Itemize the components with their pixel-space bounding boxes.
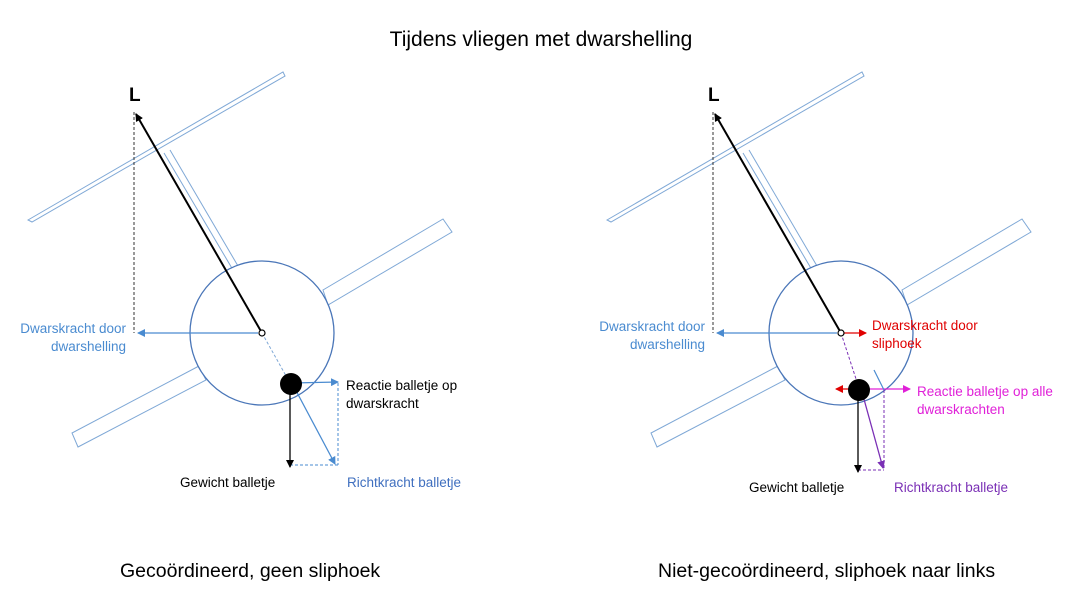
right-fuselage-upper2 bbox=[748, 149, 818, 267]
left-reactie-label: Reactie balletje op dwarskracht bbox=[346, 377, 457, 413]
page-title: Tijdens vliegen met dwarshelling bbox=[389, 28, 693, 51]
left-caption: Gecoördineerd, geen sliphoek bbox=[120, 560, 381, 582]
right-dwarskracht-label: Dwarskracht door dwarshelling bbox=[560, 318, 705, 354]
right-center-to-ball-line bbox=[840, 332, 859, 386]
left-richtkracht-label: Richtkracht balletje bbox=[347, 475, 462, 490]
right-gewicht-label: Gewicht balletje bbox=[749, 480, 845, 495]
right-caption: Niet-gecoördineerd, sliphoek naar links bbox=[658, 560, 996, 582]
right-wing-right bbox=[901, 218, 1032, 306]
right-blue-diag bbox=[873, 369, 885, 391]
left-fuselage-upper bbox=[163, 152, 234, 271]
right-dwarskracht-label-line1: Dwarskracht door bbox=[599, 319, 705, 334]
right-richtkracht-arrow bbox=[861, 391, 885, 469]
left-wing-left bbox=[71, 365, 207, 448]
left-lift-arrow bbox=[135, 113, 263, 334]
right-slip-label-line1: Dwarskracht door bbox=[872, 318, 978, 333]
left-dwarskracht-label-line1: Dwarskracht door bbox=[20, 321, 126, 336]
left-reactie-label-line1: Reactie balletje op bbox=[346, 378, 458, 393]
left-dwarskracht-label-line2: dwarshelling bbox=[50, 339, 126, 354]
left-fuselage-upper2 bbox=[169, 149, 239, 267]
right-fuselage-upper bbox=[742, 152, 813, 271]
right-richtkracht-label: Richtkracht balletje bbox=[894, 480, 1009, 495]
right-slip-label-line2: sliphoek bbox=[872, 336, 922, 351]
right-ball bbox=[848, 379, 870, 401]
left-reactie-label-line2: dwarskracht bbox=[346, 396, 419, 411]
left-ball bbox=[280, 373, 302, 395]
left-gewicht-label: Gewicht balletje bbox=[180, 475, 276, 490]
left-lift-label: L bbox=[129, 85, 141, 106]
right-tail-fin bbox=[605, 71, 865, 223]
left-diagram bbox=[26, 71, 453, 468]
left-center-point bbox=[258, 329, 266, 337]
right-center-point bbox=[837, 329, 845, 337]
right-wing-left bbox=[650, 365, 786, 448]
right-diagram bbox=[605, 71, 1032, 473]
right-reactie-label: Reactie balletje op alle dwarskrachten bbox=[917, 383, 1053, 419]
right-reactie-label-line1: Reactie balletje op alle bbox=[917, 384, 1053, 399]
left-wing-right bbox=[322, 218, 453, 306]
left-richtkracht-arrow bbox=[292, 384, 336, 465]
right-slip-label: Dwarskracht door sliphoek bbox=[872, 317, 978, 353]
right-reactie-label-line2: dwarskrachten bbox=[917, 402, 1005, 417]
left-tail-fin bbox=[26, 71, 286, 223]
right-dwarskracht-label-line2: dwarshelling bbox=[629, 337, 705, 352]
right-lift-label: L bbox=[708, 85, 720, 106]
left-dwarskracht-label: Dwarskracht door dwarshelling bbox=[0, 320, 126, 356]
right-lift-arrow bbox=[714, 113, 842, 334]
